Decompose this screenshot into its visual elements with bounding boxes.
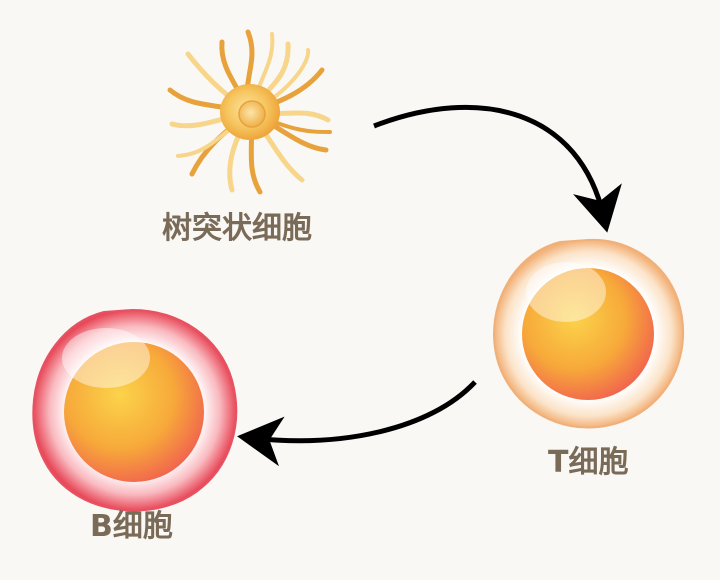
b-cell bbox=[32, 308, 238, 512]
dendritic-cell bbox=[167, 29, 332, 195]
t-cell-highlight bbox=[526, 262, 606, 322]
b-cell-nucleus bbox=[64, 342, 204, 482]
t-cell bbox=[492, 238, 685, 429]
arrow-dc-to-t bbox=[373, 104, 622, 233]
t-cell-label: T细胞 bbox=[548, 445, 629, 480]
dendritic-cell-label: 树突状细胞 bbox=[162, 211, 312, 246]
dendritic-cell-nucleus bbox=[238, 100, 266, 128]
b-cell-label: B细胞 bbox=[90, 509, 173, 544]
b-cell-highlight bbox=[62, 328, 150, 388]
arrow-t-to-b bbox=[237, 380, 477, 467]
t-cell-nucleus bbox=[522, 268, 654, 400]
